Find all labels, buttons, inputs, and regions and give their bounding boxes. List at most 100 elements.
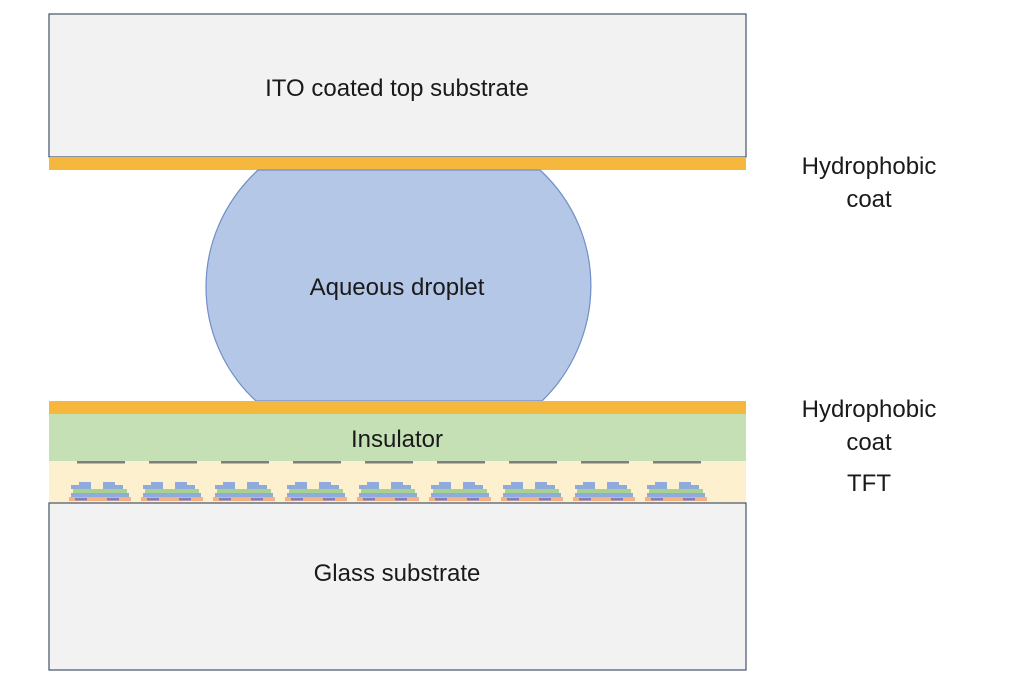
glass-substrate-label: Glass substrate: [314, 560, 481, 587]
droplet-label: Aqueous droplet: [310, 274, 485, 301]
tft-pixel-electrode: [221, 461, 269, 464]
tft-channel: [467, 498, 479, 501]
tft-channel: [251, 498, 263, 501]
tft-semiconductor: [433, 489, 487, 493]
tft-drain-top: [319, 482, 331, 485]
tft-drain-top: [535, 482, 547, 485]
tft-base-layer: [69, 497, 131, 501]
tft-pixel-electrode: [437, 461, 485, 464]
tft-channel: [75, 498, 87, 501]
tft-source: [143, 485, 163, 489]
tft-drain: [607, 485, 627, 489]
tft-source: [431, 485, 451, 489]
tft-source-top: [295, 482, 307, 485]
tft-drain-top: [607, 482, 619, 485]
tft-channel: [107, 498, 119, 501]
tft-source-top: [511, 482, 523, 485]
tft-source-top: [79, 482, 91, 485]
tft-semiconductor: [289, 489, 343, 493]
bottom-substrate: Glass substrate: [48, 502, 747, 671]
tft-drain: [319, 485, 339, 489]
tft-drain: [535, 485, 555, 489]
tft-drain: [679, 485, 699, 489]
tft-pixel-electrode: [365, 461, 413, 464]
tft-semiconductor: [145, 489, 199, 493]
tft-source-top: [151, 482, 163, 485]
tft-base-layer: [501, 497, 563, 501]
tft-gate: [647, 493, 705, 497]
tft-semiconductor: [73, 489, 127, 493]
tft-semiconductor: [577, 489, 631, 493]
tft-drain-top: [103, 482, 115, 485]
tft-gate: [503, 493, 561, 497]
tft-base-layer: [213, 497, 275, 501]
tft-drain: [247, 485, 267, 489]
top-coat-label-line1: Hydrophobic: [802, 153, 937, 180]
insulator-label: Insulator: [351, 426, 443, 453]
tft-semiconductor: [505, 489, 559, 493]
tft-semiconductor: [649, 489, 703, 493]
tft-source: [215, 485, 235, 489]
tft-drain: [391, 485, 411, 489]
tft-drain-top: [463, 482, 475, 485]
tft-gate: [431, 493, 489, 497]
tft-drain-top: [679, 482, 691, 485]
tft-source: [359, 485, 379, 489]
top-substrate-plate: [48, 13, 747, 158]
insulator-layer: Insulator: [49, 414, 746, 461]
tft-drain: [463, 485, 483, 489]
tft-source-top: [439, 482, 451, 485]
top-hydrophobic-coat: [49, 157, 746, 170]
tft-source: [647, 485, 667, 489]
tft-source-top: [583, 482, 595, 485]
tft-pixel-electrode: [509, 461, 557, 464]
top-substrate: ITO coated top substrate: [48, 13, 747, 158]
tft-drain-top: [175, 482, 187, 485]
tft-source: [503, 485, 523, 489]
tft-source-top: [223, 482, 235, 485]
tft-channel: [323, 498, 335, 501]
tft-drain-top: [247, 482, 259, 485]
tft-channel: [291, 498, 303, 501]
tft-channel: [683, 498, 695, 501]
tft-source: [287, 485, 307, 489]
tft-base-layer: [645, 497, 707, 501]
tft-base-layer: [429, 497, 491, 501]
tft-source: [575, 485, 595, 489]
tft-drain: [175, 485, 195, 489]
tft-pixel-electrode: [653, 461, 701, 464]
tft-pixel-electrode: [581, 461, 629, 464]
tft-pixel-electrode: [149, 461, 197, 464]
tft-channel: [611, 498, 623, 501]
tft-drain: [103, 485, 123, 489]
tft-layer: [49, 461, 746, 503]
tft-semiconductor: [217, 489, 271, 493]
bottom-coat-label-line2: coat: [846, 429, 892, 456]
tft-gate: [287, 493, 345, 497]
top-coat-label-line2: coat: [846, 186, 892, 213]
tft-pixel-electrode: [77, 461, 125, 464]
tft-gate: [71, 493, 129, 497]
tft-source-top: [367, 482, 379, 485]
tft-gate: [575, 493, 633, 497]
tft-semiconductor: [361, 489, 415, 493]
bottom-hydrophobic-coat: [49, 401, 746, 414]
tft-gate: [359, 493, 417, 497]
tft-base-layer: [573, 497, 635, 501]
tft-channel: [395, 498, 407, 501]
tft-gate: [143, 493, 201, 497]
tft-base-layer: [141, 497, 203, 501]
aqueous-droplet: Aqueous droplet: [205, 169, 592, 402]
insulator-band: [49, 414, 746, 461]
tft-channel: [179, 498, 191, 501]
tft-label: TFT: [847, 470, 891, 497]
tft-base-layer: [357, 497, 419, 501]
tft-channel: [579, 498, 591, 501]
tft-channel: [435, 498, 447, 501]
tft-gate: [215, 493, 273, 497]
tft-channel: [147, 498, 159, 501]
tft-channel: [539, 498, 551, 501]
tft-channel: [363, 498, 375, 501]
tft-source: [71, 485, 91, 489]
